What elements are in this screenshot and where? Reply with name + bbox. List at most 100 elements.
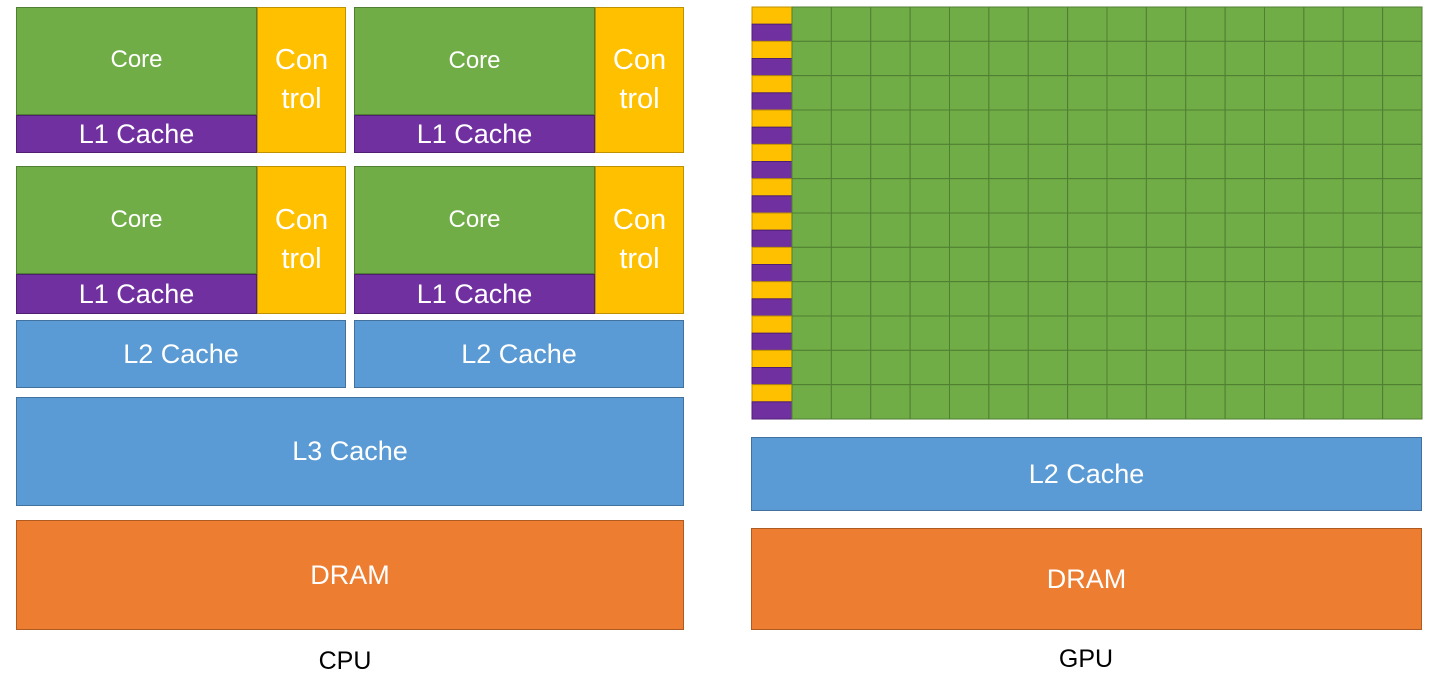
gpu-core-cell [909,143,950,180]
gpu-core-cell [830,246,872,283]
gpu-core-cell [1264,40,1305,77]
gpu-l1-cache-unit [751,195,793,214]
gpu-core-cell [1382,6,1423,42]
gpu-core-cell [1303,178,1344,214]
gpu-core-cell [1264,384,1305,420]
gpu-l1-cache-unit [751,92,793,111]
gpu-core-cell [1067,143,1108,180]
gpu-core-cell [1106,246,1147,283]
cpu-l3-cache: L3 Cache [16,397,684,506]
gpu-control-unit [751,281,793,300]
gpu-core-cell [988,384,1029,420]
gpu-l1-cache-unit [751,23,793,42]
gpu-core-cell [1382,384,1423,420]
gpu-core-cell [830,40,872,77]
gpu-core-cell [1264,6,1305,42]
gpu-core-cell [1303,212,1344,248]
gpu-core-cell [949,212,990,248]
gpu-core-cell [949,6,990,42]
gpu-control-unit [751,178,793,197]
gpu-core-cell [949,246,990,283]
gpu-core-cell [1303,315,1344,351]
gpu-core-cell [870,349,911,386]
gpu-control-unit [751,109,793,128]
gpu-core-cell [1303,246,1344,283]
gpu-core-cell [1342,6,1384,42]
gpu-core-cell [1264,349,1305,386]
gpu-core-cell [1224,178,1265,214]
gpu-control-unit [751,40,793,59]
gpu-core-cell [1145,178,1187,214]
gpu-l1-cache-unit [751,58,793,77]
gpu-core-cell [1224,384,1265,420]
gpu-core-cell [830,281,872,317]
gpu-core-cell [791,246,832,283]
gpu-l1-cache-unit [751,332,793,351]
gpu-core-cell [870,40,911,77]
gpu-core-cell [791,349,832,386]
gpu-core-cell [1264,75,1305,111]
gpu-control-unit [751,143,793,162]
cpu-caption: CPU [318,647,372,675]
gpu-core-cell [1067,40,1108,77]
gpu-core-cell [1224,246,1265,283]
gpu-core-cell [1185,6,1226,42]
gpu-core-cell [1224,281,1265,317]
gpu-core-cell [1264,281,1305,317]
gpu-core-cell [1067,109,1108,145]
gpu-core-cell [1303,281,1344,317]
gpu-l1-cache-unit [751,401,793,420]
gpu-core-cell [988,40,1029,77]
gpu-core-cell [1303,349,1344,386]
gpu-core-cell [1342,75,1384,111]
gpu-control-unit [751,384,793,403]
gpu-core-cell [1145,6,1187,42]
gpu-core-cell [988,109,1029,145]
gpu-core-cell [909,349,950,386]
gpu-core-cell [1264,178,1305,214]
gpu-core-cell [1145,246,1187,283]
gpu-core-cell [1145,212,1187,248]
gpu-core-cell [1145,349,1187,386]
cpu-control-4: Con trol [595,166,684,314]
gpu-core-cell [1185,40,1226,77]
gpu-core-cell [988,349,1029,386]
gpu-control-unit [751,6,793,25]
gpu-core-cell [870,109,911,145]
gpu-core-cell [830,315,872,351]
gpu-core-cell [1067,246,1108,283]
gpu-core-cell [1264,143,1305,180]
gpu-core-cell [988,212,1029,248]
gpu-core-cell [791,315,832,351]
cpu-l2-cache-2: L2 Cache [354,320,684,388]
gpu-core-cell [870,178,911,214]
gpu-core-cell [909,315,950,351]
gpu-core-cell [1106,109,1147,145]
gpu-core-cell [830,212,872,248]
gpu-core-cell [1027,40,1069,77]
gpu-core-cell [870,212,911,248]
gpu-core-cell [791,109,832,145]
gpu-core-cell [870,6,911,42]
gpu-core-cell [870,143,911,180]
gpu-core-cell [988,281,1029,317]
gpu-core-cell [830,6,872,42]
gpu-core-cell [1342,178,1384,214]
gpu-core-cell [791,143,832,180]
cpu-l1-cache-2: L1 Cache [354,115,595,153]
gpu-core-cell [1224,109,1265,145]
gpu-core-cell [949,143,990,180]
gpu-core-cell [909,281,950,317]
gpu-core-cell [1145,315,1187,351]
gpu-l2-cache: L2 Cache [751,437,1422,511]
gpu-core-cell [1067,212,1108,248]
gpu-core-cell [1067,384,1108,420]
gpu-core-cell [1067,178,1108,214]
gpu-core-cell [988,143,1029,180]
gpu-core-cell [1342,315,1384,351]
gpu-core-cell [1185,315,1226,351]
gpu-core-cell [949,178,990,214]
gpu-core-cell [1067,349,1108,386]
gpu-control-unit [751,246,793,265]
